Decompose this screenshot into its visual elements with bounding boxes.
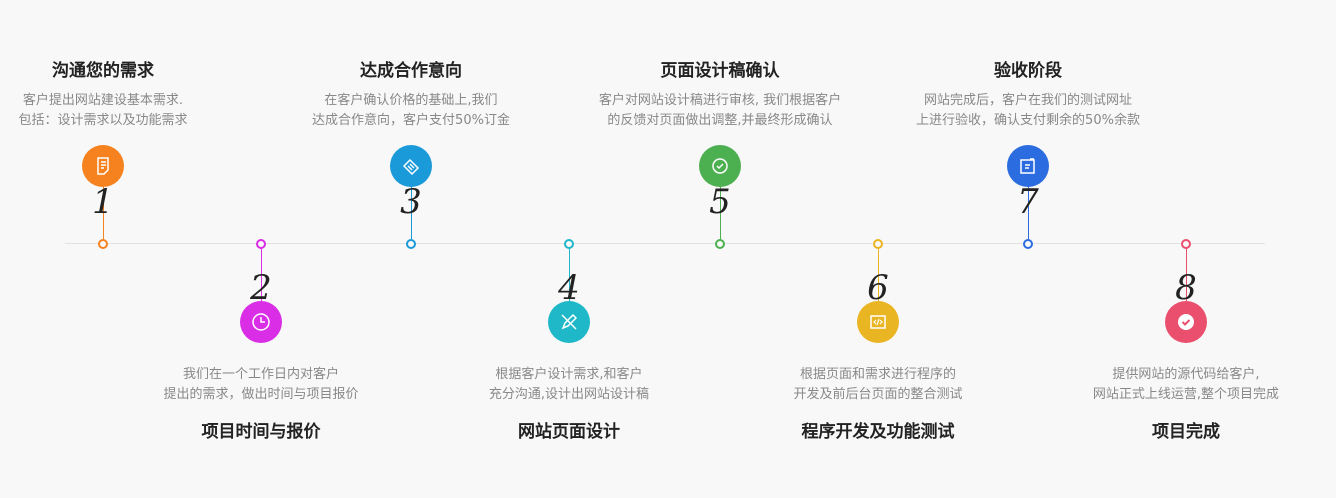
step-description-line: 根据客户设计需求,和客户: [495, 367, 643, 382]
step-description-line: 达成合作意向，客户支付50%订金: [312, 113, 510, 128]
step-description: 客户对网站设计稿进行审核, 我们根据客户 的反馈对页面做出调整,并最终形成确认: [570, 91, 870, 131]
step-description-line: 在客户确认价格的基础上,我们: [324, 93, 498, 108]
step-description-line: 包括：设计需求以及功能需求: [18, 113, 188, 128]
step-number: 5: [709, 182, 731, 222]
step-title: 沟通您的需求: [52, 61, 154, 81]
step-description: 根据页面和需求进行程序的 开发及前后台页面的整合测试: [728, 365, 1028, 405]
step-number: 7: [1017, 182, 1039, 222]
step-description: 我们在一个工作日内对客户 提出的需求，做出时间与项目报价: [111, 365, 411, 405]
connector-line: [1027, 187, 1029, 239]
step-description-line: 网站正式上线运营,整个项目完成: [1092, 387, 1280, 402]
step-description: 客户提出网站建设基本需求. 包括：设计需求以及功能需求: [0, 91, 253, 131]
step-description-line: 网站完成后，客户在我们的测试网址: [923, 93, 1132, 108]
connector-line: [877, 248, 879, 301]
step-number: 6: [867, 268, 889, 308]
step-description: 在客户确认价格的基础上,我们 达成合作意向，客户支付50%订金: [261, 91, 561, 131]
step-title: 程序开发及功能测试: [801, 422, 955, 442]
step-number: 4: [558, 268, 580, 308]
step-title: 页面设计稿确认: [660, 61, 780, 81]
step-description-line: 开发及前后台页面的整合测试: [793, 387, 963, 402]
step-title: 验收阶段: [994, 61, 1062, 81]
step-number: 2: [250, 268, 272, 308]
connector-line: [1185, 248, 1187, 301]
connector-line: [260, 248, 262, 301]
timeline-dot: [564, 239, 574, 249]
step-description-line: 提供网站的源代码给客户,: [1112, 367, 1260, 382]
step-description-line: 客户对网站设计稿进行审核, 我们根据客户: [598, 93, 842, 108]
connector-line: [410, 187, 412, 239]
step-description-line: 我们在一个工作日内对客户: [182, 367, 339, 382]
step-description: 根据客户设计需求,和客户 充分沟通,设计出网站设计稿: [419, 365, 719, 405]
timeline-dot: [406, 239, 416, 249]
edit-icon: [1007, 145, 1049, 187]
check-circle-icon: [699, 145, 741, 187]
step-description: 网站完成后，客户在我们的测试网址 上进行验收，确认支付剩余的50%余款: [878, 91, 1178, 131]
connector-line: [568, 248, 570, 301]
step-title: 达成合作意向: [360, 61, 462, 81]
timeline-dot: [98, 239, 108, 249]
step-title: 项目完成: [1152, 422, 1220, 442]
handshake-icon: [390, 145, 432, 187]
connector-line: [719, 187, 721, 239]
timeline-dot: [1023, 239, 1033, 249]
step-description-line: 根据页面和需求进行程序的: [799, 367, 956, 382]
step-description-line: 的反馈对页面做出调整,并最终形成确认: [607, 113, 833, 128]
step-description: 提供网站的源代码给客户, 网站正式上线运营,整个项目完成: [1036, 365, 1336, 405]
code-icon: [857, 301, 899, 343]
step-number: 3: [400, 182, 422, 222]
timeline-dot: [256, 239, 266, 249]
document-icon: [82, 145, 124, 187]
timeline-dot: [715, 239, 725, 249]
step-description-line: 提出的需求，做出时间与项目报价: [163, 387, 359, 402]
step-description-line: 客户提出网站建设基本需求.: [22, 93, 184, 108]
connector-line: [102, 187, 104, 239]
check-badge-icon: [1165, 301, 1207, 343]
timeline-axis: [65, 243, 1265, 244]
step-description-line: 充分沟通,设计出网站设计稿: [488, 387, 650, 402]
step-number: 1: [92, 182, 114, 222]
step-title: 项目时间与报价: [201, 422, 321, 442]
step-title: 网站页面设计: [518, 422, 620, 442]
clock-icon: [240, 301, 282, 343]
timeline-dot: [1181, 239, 1191, 249]
pencil-ruler-icon: [548, 301, 590, 343]
step-description-line: 上进行验收，确认支付剩余的50%余款: [916, 113, 1140, 128]
timeline-dot: [873, 239, 883, 249]
step-number: 8: [1175, 268, 1197, 308]
